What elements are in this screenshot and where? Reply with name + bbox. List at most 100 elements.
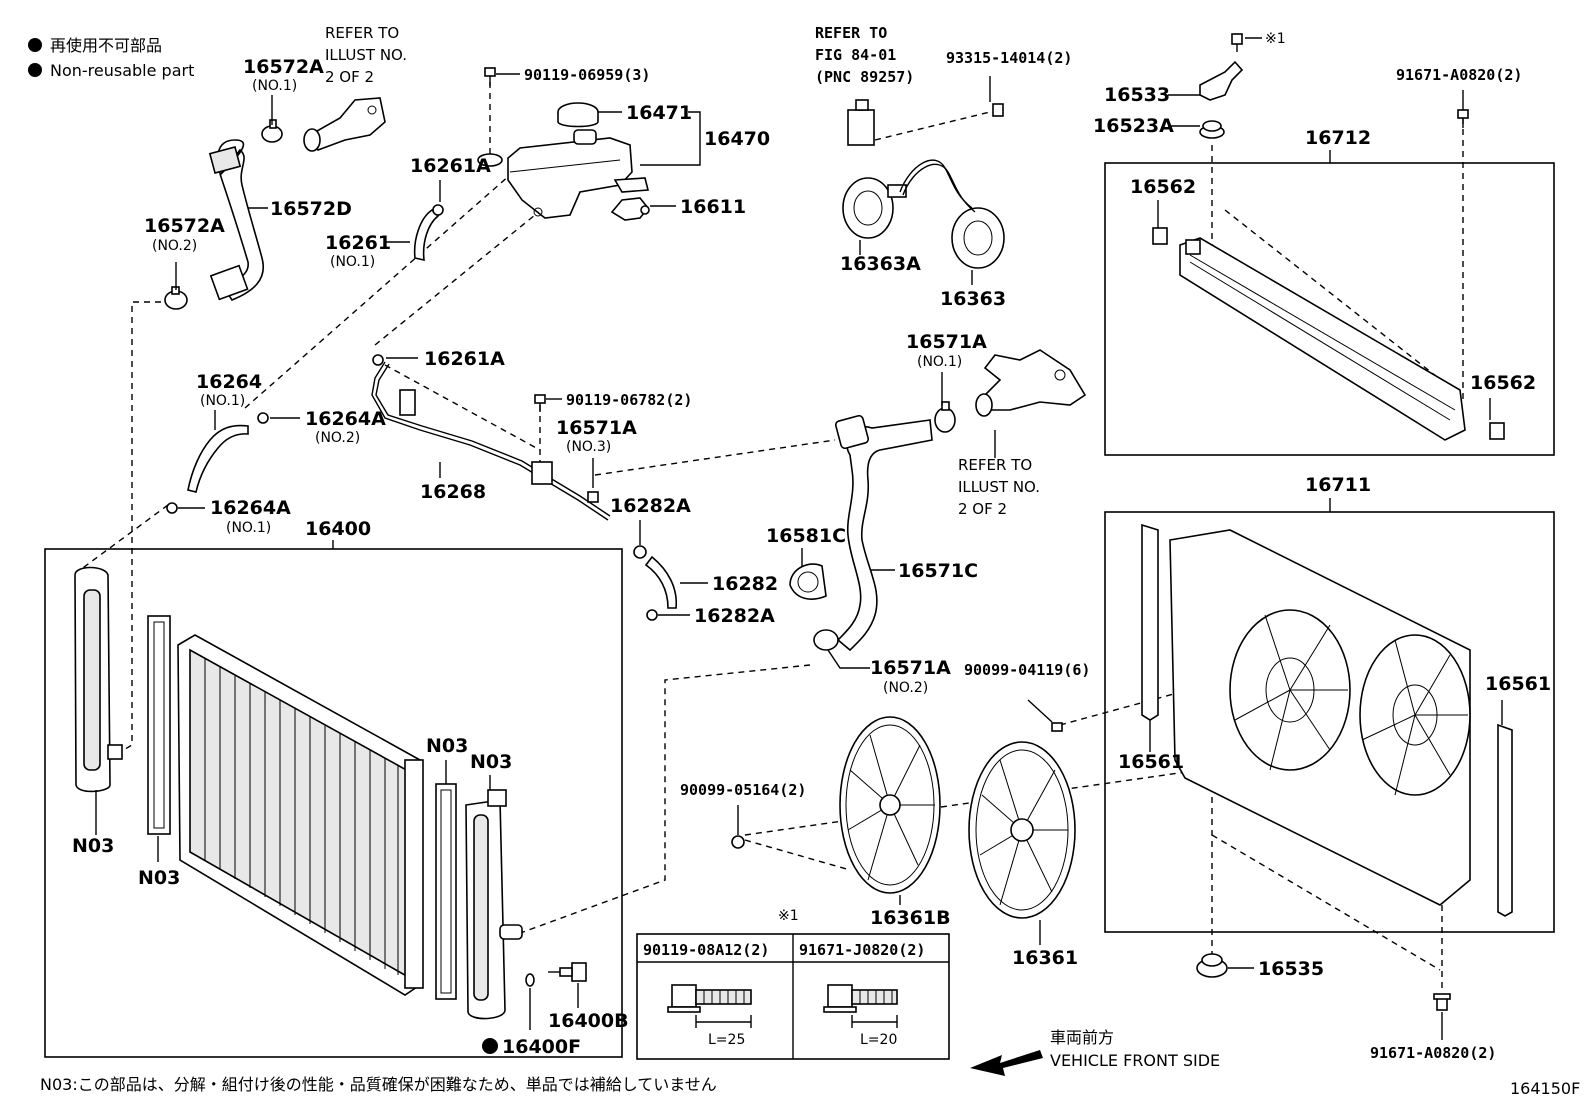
svg-text:REFER TO: REFER TO [325, 24, 399, 42]
clamp-16282A-bot [646, 609, 658, 621]
table-len1: L=25 [708, 1032, 745, 1048]
seal-16561-left [1141, 523, 1159, 721]
drain-o-ring-16400F [525, 973, 535, 987]
label-16523A: 16523A [1093, 115, 1174, 137]
clamp-16571A-no1 [934, 401, 956, 433]
label-16282A-top: 16282A [610, 495, 691, 517]
label-16471: 16471 [626, 102, 692, 124]
clamp-16264A-no2 [257, 412, 269, 424]
svg-text:REFER TO: REFER TO [958, 456, 1032, 474]
non-reusable-bullet-icon [28, 38, 42, 52]
label-16572A-no1-sub: (NO.1) [252, 78, 297, 94]
clamp-16571A-no3 [587, 491, 599, 503]
clamp-16261A [372, 354, 384, 366]
reservoir-cap [557, 102, 599, 128]
label-16572D: 16572D [270, 198, 352, 220]
svg-text:FIG 84-01: FIG 84-01 [815, 46, 896, 64]
figure-id: 164150F [1510, 1079, 1580, 1098]
fan-16361 [968, 741, 1076, 919]
bolt-table: 90119-08A12(2) 91671-J0820(2) L=25 L=20 … [636, 908, 950, 1060]
non-reusable-bullet-icon [482, 1038, 498, 1054]
label-16282: 16282 [712, 573, 778, 595]
label-16711: 16711 [1305, 474, 1371, 496]
label-16400: 16400 [305, 518, 371, 540]
label-16571A-no1: 16571A [906, 331, 987, 353]
label-16712: 16712 [1305, 127, 1371, 149]
label-16261A-mid: 16261A [424, 348, 505, 370]
flange-bolt-icon [823, 984, 898, 1013]
fan-motor-16363 [951, 207, 1005, 269]
flange-bolt-icon [667, 984, 752, 1013]
label-16264A-no2: 16264A [305, 408, 386, 430]
fan-shroud-16711 [1169, 529, 1471, 906]
label-16572A-no1: 16572A [243, 56, 324, 78]
label-16572A-no2-sub: (NO.2) [152, 238, 197, 254]
bolt-93315 [992, 103, 1004, 117]
table-col1-header: 90119-08A12(2) [643, 941, 769, 959]
refer-illust-left: REFER TO ILLUST NO. 2 OF 2 [325, 24, 407, 86]
label-16571A-no3: 16571A [556, 417, 637, 439]
legend-jp: 再使用不可部品 [50, 36, 162, 55]
cushion-16523A [1199, 120, 1225, 139]
label-16571A-no2: 16571A [870, 657, 951, 679]
radiator-core [177, 634, 424, 996]
bolt-90099-04119 [1051, 722, 1063, 732]
table-len2: L=20 [860, 1032, 897, 1048]
label-16561-right: 16561 [1485, 673, 1551, 695]
label-91671-top: 91671-A0820(2) [1396, 66, 1522, 84]
svg-text:ILLUST NO.: ILLUST NO. [325, 46, 407, 64]
refer-illust-right: REFER TO ILLUST NO. 2 OF 2 [958, 456, 1040, 518]
leader-lines [95, 37, 1503, 1040]
label-16562-b: 16562 [1470, 372, 1536, 394]
lower-radiator-hose-16571C [834, 414, 933, 652]
radiator-tank-left [74, 566, 123, 793]
label-16361: 16361 [1012, 947, 1078, 969]
label-16264A-no1: 16264A [210, 497, 291, 519]
drain-cock-16400B [548, 962, 587, 982]
guide-lines [79, 82, 1464, 990]
label-16261-sub: (NO.1) [330, 254, 375, 270]
svg-text:2 OF 2: 2 OF 2 [958, 500, 1007, 518]
seal-16561-right [1497, 723, 1513, 917]
label-16571A-no1-sub: (NO.1) [917, 354, 962, 370]
svg-text:REFER TO: REFER TO [815, 24, 887, 42]
hose-protector-16581C [789, 563, 827, 600]
label-16363A: 16363A [840, 253, 921, 275]
label-16361B: 16361B [870, 907, 951, 929]
shroud-support-box [1104, 162, 1555, 456]
water-inlet [975, 349, 1087, 417]
tank-gasket-left [147, 615, 171, 835]
mark-top: ※1 [1265, 31, 1286, 47]
hose-16282 [644, 555, 677, 609]
legend: 再使用不可部品 Non-reusable part [28, 36, 194, 80]
label-16581C: 16581C [766, 525, 846, 547]
label-16264A-no2-sub: (NO.2) [315, 430, 360, 446]
label-16264A-no1-sub: (NO.1) [226, 520, 271, 536]
bolt-91671-bot [1433, 993, 1451, 1011]
fan-motor-16363A [842, 177, 907, 239]
label-90099-05164: 90099-05164(2) [680, 781, 806, 799]
label-n03-c: N03 [426, 735, 468, 757]
label-91671-bot: 91671-A0820(2) [1370, 1044, 1496, 1062]
label-16400F: 16400F [502, 1036, 581, 1058]
label-93315: 93315-14014(2) [946, 49, 1072, 67]
cushion-16535 [1196, 953, 1228, 978]
bracket-16533 [1199, 33, 1244, 101]
label-16533: 16533 [1104, 84, 1170, 106]
vehicle-front-arrow-icon [970, 1050, 1043, 1076]
label-16264: 16264 [196, 371, 262, 393]
label-16363: 16363 [940, 288, 1006, 310]
label-16535: 16535 [1258, 958, 1324, 980]
label-16400B: 16400B [548, 1010, 629, 1032]
bolt-90119-06782 [534, 394, 546, 412]
label-90119-06959: 90119-06959(3) [524, 66, 650, 84]
label-90099-04119: 90099-04119(6) [964, 661, 1090, 679]
label-16268: 16268 [420, 481, 486, 503]
non-reusable-bullet-icon [28, 63, 42, 77]
bolt-90119-06959 [484, 67, 496, 86]
hose-16264 [187, 424, 249, 493]
svg-text:2 OF 2: 2 OF 2 [325, 68, 374, 86]
direction-en: VEHICLE FRONT SIDE [1050, 1051, 1220, 1070]
label-16571C: 16571C [898, 560, 978, 582]
